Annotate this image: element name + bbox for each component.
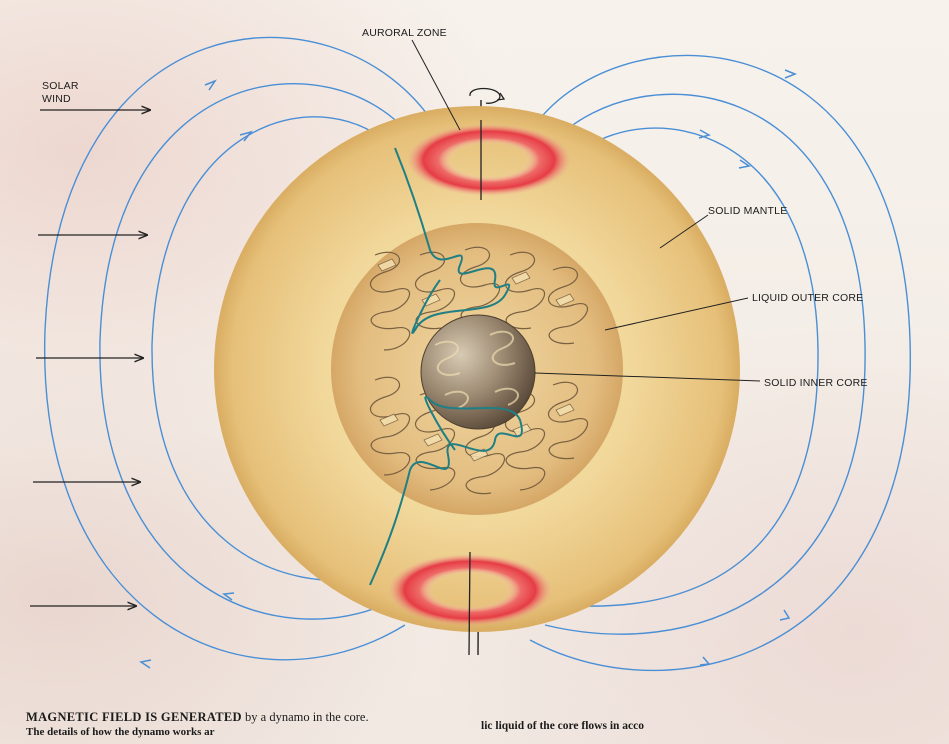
- label-auroral-zone: AURORAL ZONE: [362, 27, 447, 39]
- label-solar-wind-line1: SOLAR: [42, 80, 79, 92]
- label-solar-wind-line2: WIND: [42, 93, 71, 105]
- figure-caption: MAGNETIC FIELD IS GENERATED by a dynamo …: [26, 710, 936, 744]
- auroral-zone-north: [407, 124, 571, 196]
- label-solid-inner-core: SOLID INNER CORE: [764, 377, 868, 389]
- label-liquid-outer-core: LIQUID OUTER CORE: [752, 292, 863, 304]
- caption-heading: MAGNETIC FIELD IS GENERATED: [26, 710, 242, 724]
- solid-inner-core: [421, 315, 535, 429]
- caption-line-1: MAGNETIC FIELD IS GENERATED by a dynamo …: [26, 710, 369, 725]
- field-arrow-icon: [699, 130, 709, 138]
- geodynamo-diagram: AURORAL ZONE SOLAR WIND SOLID MANTLE LIQ…: [0, 0, 949, 710]
- caption-line-2: The details of how the dynamo works ar: [26, 726, 215, 738]
- field-arrow-icon: [141, 660, 151, 668]
- label-solid-mantle: SOLID MANTLE: [708, 205, 787, 217]
- caption-heading-rest: by a dynamo in the core.: [242, 710, 369, 724]
- field-arrow-icon: [205, 81, 215, 90]
- caption-right-column: lic liquid of the core flows in acco: [481, 720, 644, 732]
- rotation-arrow-icon: [470, 89, 500, 104]
- field-arrow-icon: [785, 70, 795, 78]
- solar-wind-arrows: [30, 110, 150, 606]
- field-arrow-icon: [700, 657, 709, 665]
- field-arrow-icon: [780, 610, 789, 620]
- field-arrow-icon: [739, 160, 749, 168]
